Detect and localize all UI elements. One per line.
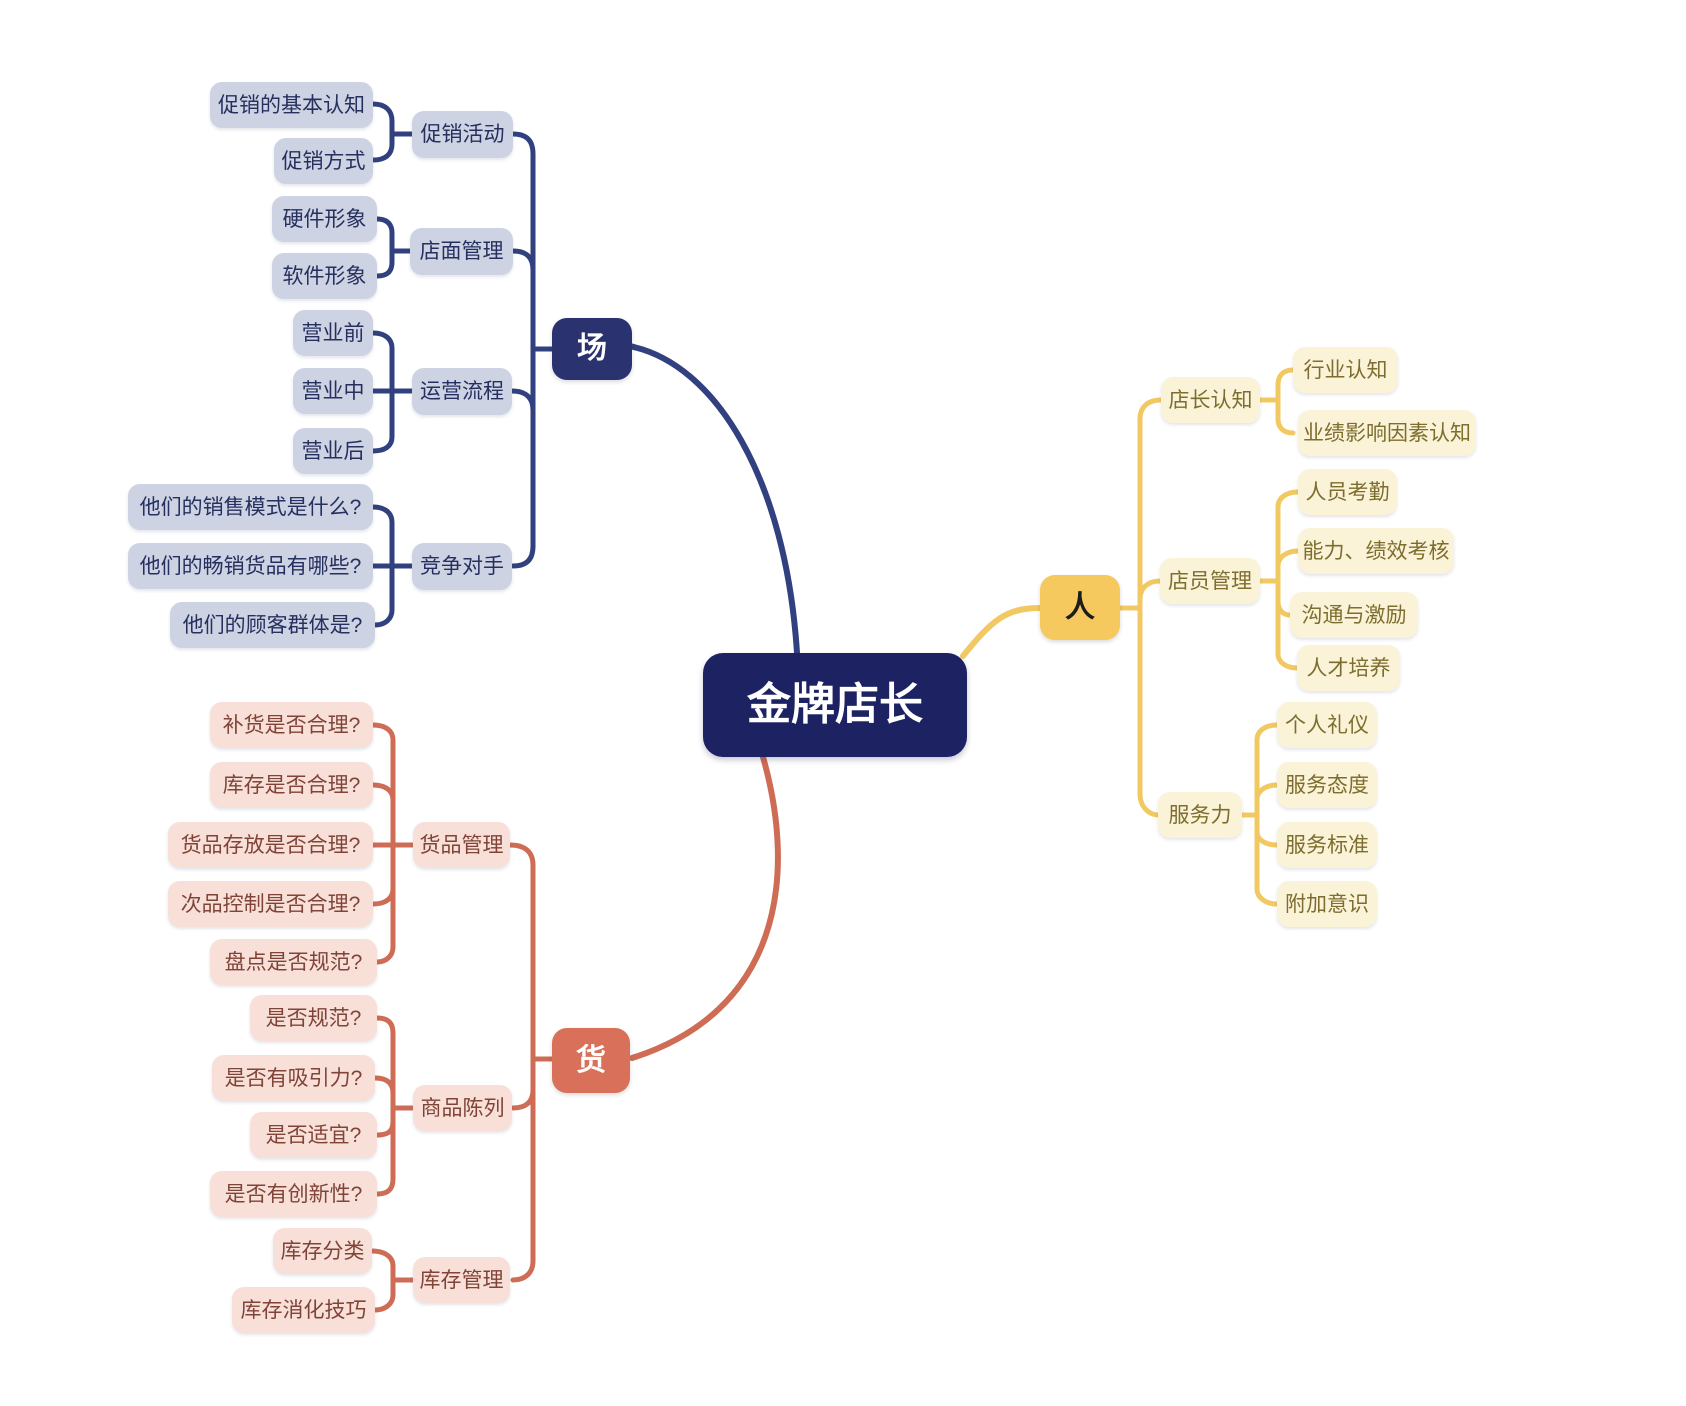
huo-spine <box>507 842 555 1283</box>
child-display-innovative[interactable]: 是否有创新性? <box>210 1171 377 1217</box>
topic-promotion-activity[interactable]: 促销活动 <box>412 111 513 158</box>
huo-main-curve <box>629 754 781 1061</box>
ren-spine <box>1117 397 1164 818</box>
child-talent-training[interactable]: 人才培养 <box>1297 645 1400 691</box>
child-hardware-image[interactable]: 硬件形象 <box>272 196 377 242</box>
child-software-image[interactable]: 软件形象 <box>272 253 377 299</box>
child-display-suitable[interactable]: 是否适宜? <box>250 1112 377 1158</box>
child-ability-performance-review[interactable]: 能力、绩效考核 <box>1298 528 1454 574</box>
ren-branch-connectors <box>960 367 1301 907</box>
child-service-standard[interactable]: 服务标准 <box>1277 822 1377 868</box>
child-promotion-basics[interactable]: 促销的基本认知 <box>210 82 373 128</box>
child-service-attitude[interactable]: 服务态度 <box>1277 762 1377 808</box>
child-competitor-bestsellers[interactable]: 他们的畅销货品有哪些? <box>128 543 373 589</box>
child-stocktake-standard[interactable]: 盘点是否规范? <box>210 939 377 985</box>
ren-main-curve <box>960 605 1043 659</box>
child-display-standard[interactable]: 是否规范? <box>250 995 377 1041</box>
ren-sub-connectors <box>1239 367 1301 907</box>
child-industry-cognition[interactable]: 行业认知 <box>1293 347 1398 393</box>
chang-main-curve <box>626 343 800 656</box>
child-display-attractive[interactable]: 是否有吸引力? <box>212 1055 375 1101</box>
chang-sub-connectors <box>370 101 415 628</box>
topic-competitors[interactable]: 竞争对手 <box>412 543 512 590</box>
child-inventory-classification[interactable]: 库存分类 <box>273 1228 372 1274</box>
topic-goods-management[interactable]: 货品管理 <box>413 822 510 868</box>
child-extra-awareness[interactable]: 附加意识 <box>1277 881 1377 927</box>
branch-place[interactable]: 场 <box>552 318 632 380</box>
child-inventory-digestion[interactable]: 库存消化技巧 <box>232 1287 375 1333</box>
chang-spine <box>509 131 555 569</box>
child-performance-factors[interactable]: 业绩影响因素认知 <box>1298 410 1476 456</box>
child-promotion-methods[interactable]: 促销方式 <box>274 138 373 184</box>
child-before-opening[interactable]: 营业前 <box>293 310 373 356</box>
child-storage-reasonable[interactable]: 货品存放是否合理? <box>168 822 373 868</box>
chang-branch-connectors <box>370 101 800 656</box>
topic-service-capability[interactable]: 服务力 <box>1158 792 1242 838</box>
child-competitor-customers[interactable]: 他们的顾客群体是? <box>170 602 375 648</box>
branch-people[interactable]: 人 <box>1040 575 1120 640</box>
child-during-business[interactable]: 营业中 <box>293 368 373 414</box>
topic-operation-process[interactable]: 运营流程 <box>412 368 512 415</box>
topic-staff-management[interactable]: 店员管理 <box>1160 558 1260 604</box>
child-restock-reasonable[interactable]: 补货是否合理? <box>210 702 373 748</box>
topic-display[interactable]: 商品陈列 <box>413 1085 512 1131</box>
child-after-business[interactable]: 营业后 <box>293 428 373 474</box>
branch-goods[interactable]: 货 <box>552 1028 630 1093</box>
child-defective-control[interactable]: 次品控制是否合理? <box>168 881 373 927</box>
child-personal-etiquette[interactable]: 个人礼仪 <box>1277 702 1377 748</box>
central-topic[interactable]: 金牌店长 <box>703 653 967 757</box>
child-competitor-sales-model[interactable]: 他们的销售模式是什么? <box>128 484 373 530</box>
child-inventory-reasonable[interactable]: 库存是否合理? <box>210 762 373 808</box>
child-attendance[interactable]: 人员考勤 <box>1298 469 1397 515</box>
huo-branch-connectors <box>369 722 781 1313</box>
topic-store-management[interactable]: 店面管理 <box>410 228 513 275</box>
huo-sub-connectors <box>369 722 416 1313</box>
topic-inventory-management[interactable]: 库存管理 <box>413 1257 510 1303</box>
child-communication-motivation[interactable]: 沟通与激励 <box>1290 592 1418 638</box>
topic-manager-cognition[interactable]: 店长认知 <box>1161 377 1260 423</box>
